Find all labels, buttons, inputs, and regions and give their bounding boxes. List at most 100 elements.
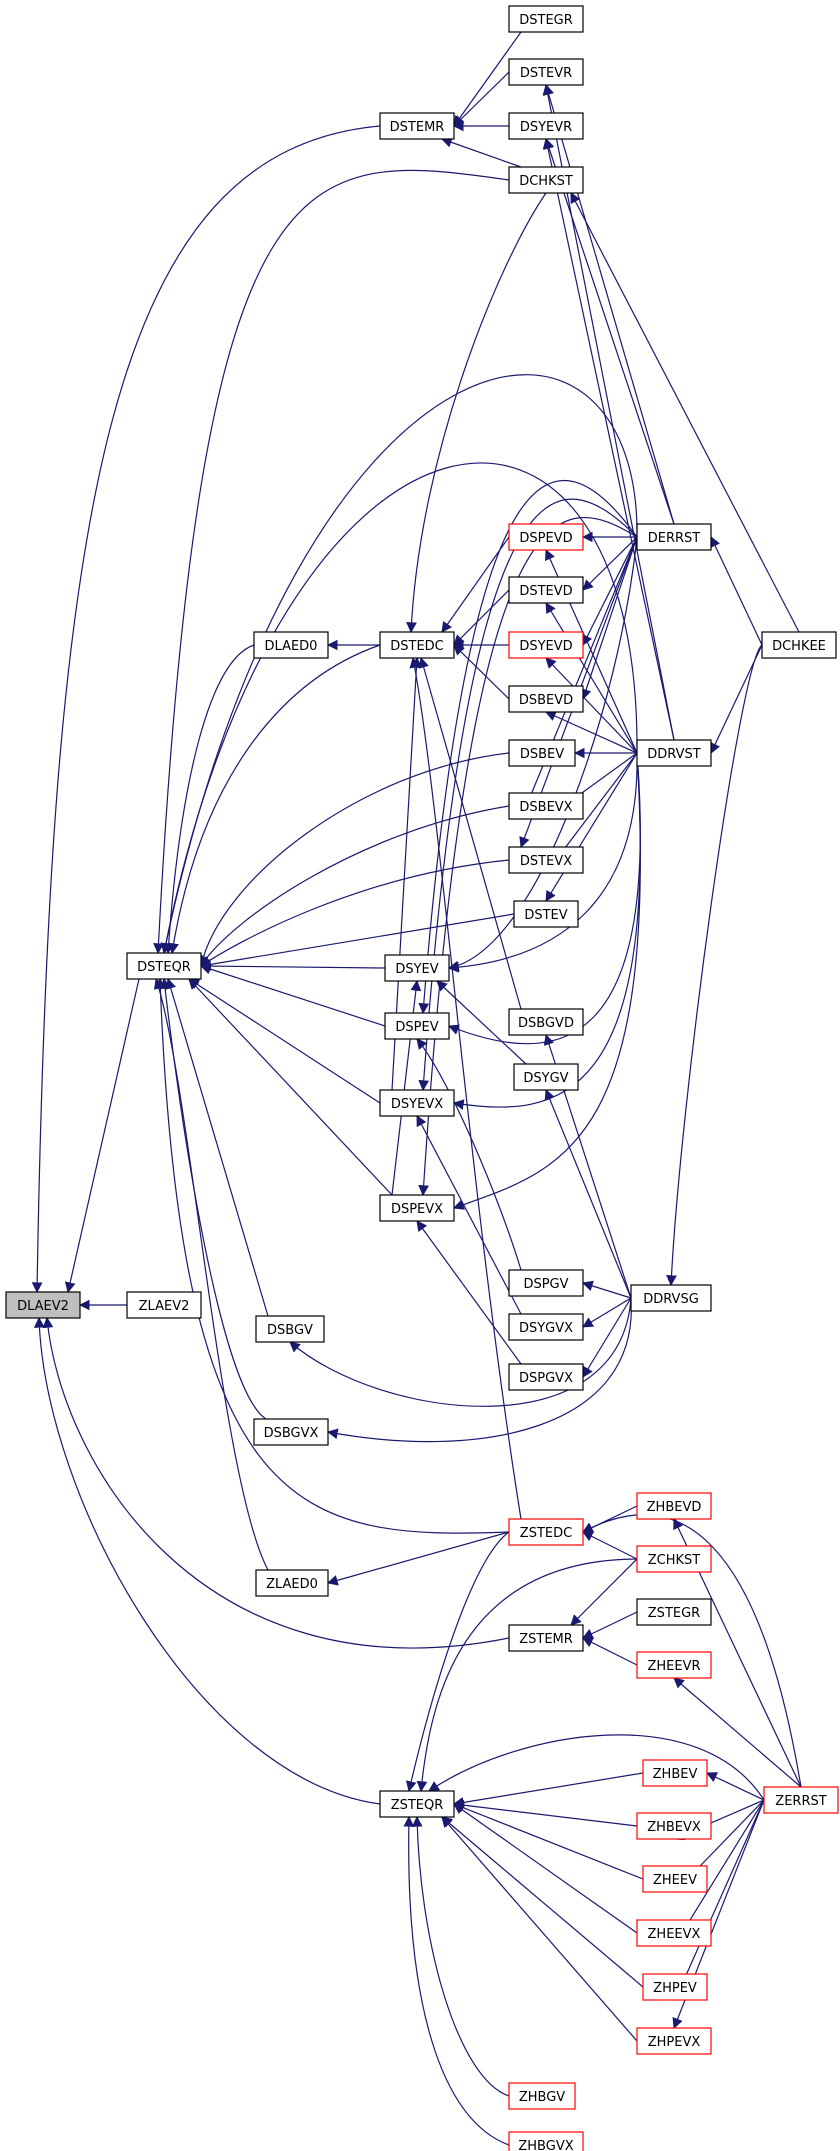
node-zstemr[interactable]: ZSTEMR	[508, 1624, 584, 1652]
node-zhbevd[interactable]: ZHBEVD	[636, 1492, 712, 1520]
node-box	[126, 1291, 202, 1319]
node-box	[508, 523, 584, 551]
node-box	[763, 1786, 839, 1814]
node-zstedc[interactable]: ZSTEDC	[508, 1518, 584, 1546]
node-zhpevx[interactable]: ZHPEVX	[636, 2027, 712, 2055]
call-edge-91	[403, 1815, 510, 2146]
node-zchkst[interactable]: ZCHKST	[636, 1545, 712, 1573]
node-zlaev2[interactable]: ZLAEV2	[126, 1291, 202, 1319]
node-label: DSTEVD	[519, 584, 572, 599]
node-label: DSBGVD	[518, 1016, 574, 1031]
node-box	[508, 1363, 584, 1391]
node-label: DSYGVX	[519, 1321, 573, 1336]
call-edge-70	[581, 1280, 632, 1299]
node-zhpev[interactable]: ZHPEV	[642, 1973, 708, 2001]
node-label: DLAED0	[265, 639, 318, 654]
call-edge-66	[416, 1115, 522, 1315]
node-box	[642, 1973, 708, 2001]
call-edge-80	[570, 1558, 638, 1626]
node-zhbgvx[interactable]: ZHBGVX	[508, 2131, 584, 2151]
node-dstev[interactable]: DSTEV	[513, 900, 579, 928]
node-dlaed0[interactable]: DLAED0	[253, 631, 329, 659]
call-edge-88	[441, 1816, 644, 1988]
node-box	[126, 952, 202, 980]
node-dspgv[interactable]: DSPGV	[508, 1269, 584, 1297]
node-box	[642, 1759, 708, 1787]
node-label: ZHPEVX	[648, 2035, 701, 2050]
node-zlaed0[interactable]: ZLAED0	[255, 1569, 329, 1597]
node-label: DSTEQR	[137, 960, 191, 975]
call-edge-45	[545, 752, 638, 902]
node-dstevr[interactable]: DSTEVR	[508, 58, 584, 86]
node-dspevx[interactable]: DSPEVX	[379, 1194, 455, 1222]
call-edge-74	[326, 1297, 632, 1443]
node-zhbevx[interactable]: ZHBEVX	[636, 1812, 712, 1840]
call-edge-89	[441, 1816, 638, 2042]
call-edge-53	[418, 479, 638, 1015]
call-edge-21	[159, 977, 267, 1420]
node-dsbgv[interactable]: DSBGV	[255, 1315, 325, 1343]
call-edge-67	[416, 1220, 522, 1365]
node-zstegr[interactable]: ZSTEGR	[636, 1598, 712, 1626]
node-dsyevx[interactable]: DSYEVX	[379, 1089, 455, 1117]
node-dsbevd[interactable]: DSBEVD	[508, 685, 584, 713]
node-dsyevd[interactable]: DSYEVD	[508, 631, 584, 659]
node-box	[636, 1919, 712, 1947]
node-dchkst[interactable]: DCHKST	[508, 166, 584, 194]
node-zsteqr[interactable]: ZSTEQR	[379, 1790, 455, 1818]
node-dsygv[interactable]: DSYGV	[513, 1063, 579, 1091]
node-ddrvsg[interactable]: DDRVSG	[630, 1284, 712, 1312]
call-edge-65	[416, 1038, 522, 1271]
node-box	[508, 1008, 584, 1036]
node-label: ZSTEQR	[391, 1798, 444, 1813]
node-label: ZHEEVX	[648, 1927, 701, 1942]
node-dsteqr[interactable]: DSTEQR	[126, 952, 202, 980]
node-box	[255, 1315, 325, 1343]
node-zheev[interactable]: ZHEEV	[642, 1865, 708, 1893]
node-zheevx[interactable]: ZHEEVX	[636, 1919, 712, 1947]
node-dstegr[interactable]: DSTEGR	[508, 5, 584, 33]
call-edge-13	[200, 805, 510, 967]
node-label: ZHBEVX	[647, 1820, 701, 1835]
node-dstedc[interactable]: DSTEDC	[379, 631, 455, 659]
node-box	[508, 846, 584, 874]
node-zerrst[interactable]: ZERRST	[763, 1786, 839, 1814]
node-box	[379, 1194, 455, 1222]
node-dsyevr[interactable]: DSYEVR	[508, 112, 584, 140]
node-box	[508, 166, 584, 194]
node-dstemr[interactable]: DSTEMR	[379, 112, 455, 140]
node-dsbgvx[interactable]: DSBGVX	[253, 1418, 329, 1446]
call-edge-4	[33, 1316, 381, 1805]
node-zheevr[interactable]: ZHEEVR	[636, 1651, 712, 1679]
call-edge-58	[452, 752, 641, 1210]
node-dsyev[interactable]: DSYEV	[384, 954, 450, 982]
call-edge-30	[418, 656, 522, 1010]
call-edge-77	[326, 1531, 510, 1586]
node-dspev[interactable]: DSPEV	[384, 1012, 450, 1040]
call-edge-90	[411, 1815, 510, 2097]
node-label: DSBEV	[520, 747, 564, 762]
call-edge-69	[544, 1089, 632, 1299]
node-label: ZHBEV	[653, 1767, 698, 1782]
node-zhbev[interactable]: ZHBEV	[642, 1759, 708, 1787]
call-edge-47	[543, 137, 675, 525]
node-dstevx[interactable]: DSTEVX	[508, 846, 584, 874]
node-dchkee[interactable]: DCHKEE	[761, 631, 837, 659]
node-dsygvx[interactable]: DSYGVX	[508, 1313, 584, 1341]
node-dspevd[interactable]: DSPEVD	[508, 523, 584, 551]
node-derrst[interactable]: DERRST	[636, 523, 712, 551]
node-dsbev[interactable]: DSBEV	[508, 739, 576, 767]
node-dstevd[interactable]: DSTEVD	[508, 576, 584, 604]
call-edge-5	[453, 31, 522, 127]
node-ddrvst[interactable]: DDRVST	[636, 739, 712, 767]
call-edge-27	[453, 589, 510, 646]
node-zhbgv[interactable]: ZHBGV	[508, 2082, 576, 2110]
node-box	[508, 58, 584, 86]
node-dsbevx[interactable]: DSBEVX	[508, 792, 584, 820]
call-edge-46	[543, 83, 675, 525]
node-dspgvx[interactable]: DSPGVX	[508, 1363, 584, 1391]
node-dsbgvd[interactable]: DSBGVD	[508, 1008, 584, 1036]
call-edge-10	[163, 644, 255, 955]
node-box	[636, 1651, 712, 1679]
